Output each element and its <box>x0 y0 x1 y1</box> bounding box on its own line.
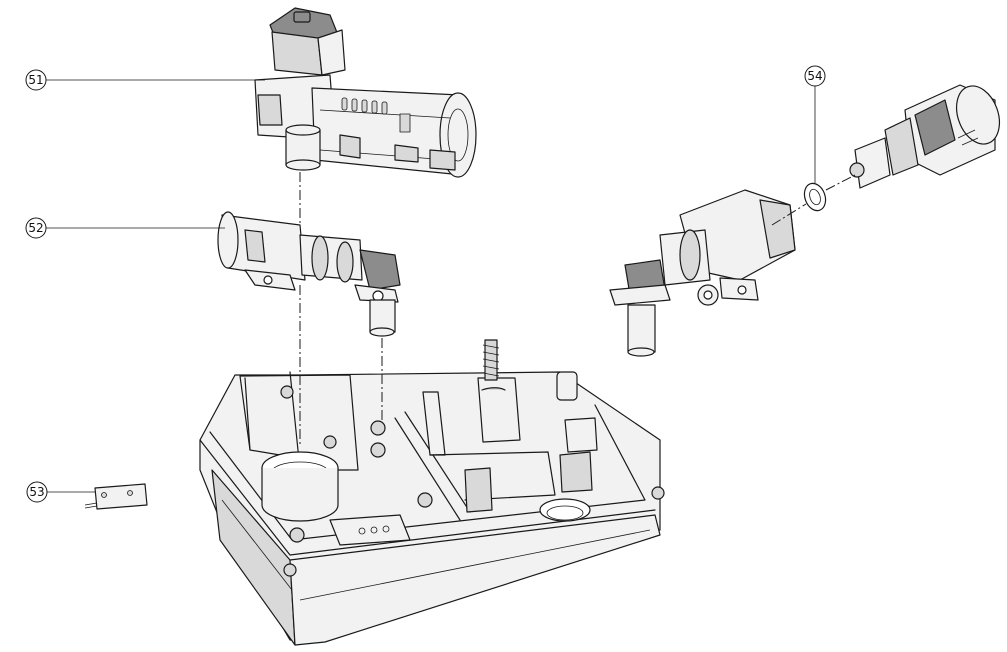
callout-53: 53 <box>26 481 95 503</box>
callout-54: 54 <box>804 65 826 183</box>
valve-assembly-right-icon <box>609 84 1001 357</box>
actuator-motor-icon <box>254 7 477 178</box>
spring-icon <box>482 339 500 381</box>
callout-51: 51 <box>25 69 265 91</box>
valve-body-icon <box>217 211 401 337</box>
circuit-board-icon <box>84 483 148 510</box>
housing-base-icon <box>199 339 665 646</box>
callout-label: 51 <box>28 73 43 87</box>
callout-label: 53 <box>29 485 44 499</box>
callout-52: 52 <box>25 217 225 239</box>
callout-label: 54 <box>807 69 822 83</box>
o-ring-icon <box>803 182 827 212</box>
assembly-guide-lines <box>299 172 856 445</box>
callout-label: 52 <box>28 221 43 235</box>
